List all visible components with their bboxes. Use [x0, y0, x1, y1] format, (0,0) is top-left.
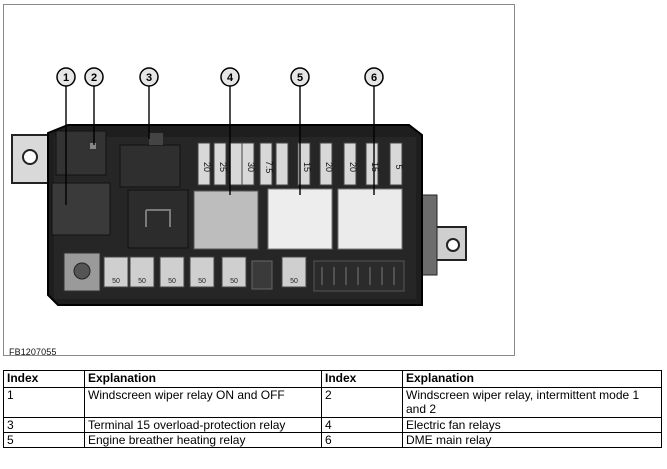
fuse-label: 30 — [246, 162, 256, 172]
fuse-box-figure: 20 25 30 7.5 15 20 20 15 5 50 50 50 50 50 50 1 2 3 4 5 6 F… — [3, 4, 515, 356]
fuse-label: 20 — [348, 162, 358, 172]
fuse — [343, 142, 357, 186]
header-index-a: Index — [3, 370, 85, 388]
callout-number: 6 — [371, 72, 377, 84]
callout-bubble — [290, 67, 310, 87]
fuse-label: 50 — [168, 278, 176, 285]
explanation-cell: Engine breather heating relay — [84, 432, 322, 448]
relay-6 — [337, 188, 403, 250]
fuse — [281, 256, 307, 288]
fuse-box-illustration: 20 25 30 7.5 15 20 20 15 5 50 50 50 50 50 50 1 2 3 4 5 6 — [11, 67, 467, 306]
fuse — [229, 142, 243, 186]
callout-number: 5 — [297, 72, 303, 84]
callout-bubble — [56, 67, 76, 87]
fuse-label: 25 — [218, 162, 228, 172]
index-cell: 3 — [3, 417, 85, 433]
header-index-b: Index — [321, 370, 403, 388]
fuse-label: 50 — [112, 278, 120, 285]
callout-number: 3 — [146, 72, 152, 84]
index-cell: 4 — [321, 417, 403, 433]
fuse-label: 50 — [290, 278, 298, 285]
fuse — [319, 142, 333, 186]
fuse — [389, 142, 403, 186]
fuse — [159, 256, 185, 288]
callout-number: 1 — [63, 72, 69, 84]
table-row: 1 Windscreen wiper relay ON and OFF 2 Wi… — [3, 387, 662, 418]
fuse — [275, 142, 289, 186]
explanation-cell: DME main relay — [402, 432, 662, 448]
fuse — [197, 142, 211, 186]
fuse — [103, 256, 129, 288]
index-cell: 6 — [321, 432, 403, 448]
fuse — [241, 142, 255, 186]
fuse — [297, 142, 311, 186]
fuse-label: 15 — [302, 162, 312, 172]
relay-4 — [193, 190, 259, 250]
header-explanation-b: Explanation — [402, 370, 662, 388]
fuse — [365, 142, 379, 186]
explanation-cell: Windscreen wiper relay ON and OFF — [84, 387, 322, 418]
fuse-label: 15 — [370, 162, 380, 172]
legend-table: Index Explanation Index Explanation 1 Wi… — [3, 370, 662, 448]
index-cell: 5 — [3, 432, 85, 448]
figure-id-label: FB1207055 — [9, 347, 57, 356]
callout-bubble — [364, 67, 384, 87]
header-explanation-a: Explanation — [84, 370, 322, 388]
callout-group: 1 2 3 4 5 6 — [56, 67, 384, 205]
callout-bubble — [84, 67, 104, 87]
fuse-label: 20 — [202, 162, 212, 172]
legend-header-row: Index Explanation Index Explanation — [3, 370, 662, 388]
fuse-label: 5 — [394, 164, 404, 169]
relay-3 — [119, 144, 181, 188]
fuse-label: 50 — [198, 278, 206, 285]
callout-number: 4 — [227, 72, 234, 84]
relay-2 — [55, 130, 107, 176]
explanation-cell: Terminal 15 overload-protection relay — [84, 417, 322, 433]
callout-bubble — [139, 67, 159, 87]
relay-1 — [51, 182, 111, 236]
upper-fuse-row: 20 25 30 7.5 15 20 20 15 5 — [197, 142, 404, 186]
fuse — [213, 142, 227, 186]
index-cell: 1 — [3, 387, 85, 418]
fuse-label: 7.5 — [264, 161, 274, 174]
index-cell: 2 — [321, 387, 403, 418]
fuse-label: 50 — [138, 278, 146, 285]
relay-5 — [267, 188, 333, 250]
explanation-cell: Electric fan relays — [402, 417, 662, 433]
callout-number: 2 — [91, 72, 97, 84]
fuse-label: 20 — [324, 162, 334, 172]
fuse-label: 50 — [230, 278, 238, 285]
explanation-cell: Windscreen wiper relay, intermittent mod… — [402, 387, 662, 418]
table-row: 5 Engine breather heating relay 6 DME ma… — [3, 432, 662, 448]
fuse — [129, 256, 155, 288]
fuse — [189, 256, 215, 288]
lower-fuse-row: 50 50 50 50 50 50 — [103, 256, 307, 288]
fuse — [259, 142, 273, 186]
callout-bubble — [220, 67, 240, 87]
table-row: 3 Terminal 15 overload-protection relay … — [3, 417, 662, 433]
fuse — [221, 256, 247, 288]
